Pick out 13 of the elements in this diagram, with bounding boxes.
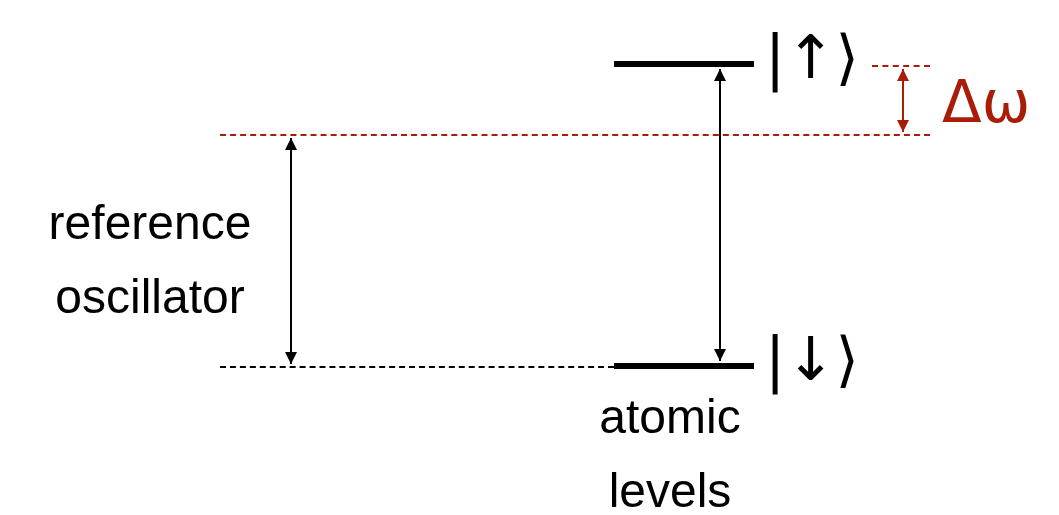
double-arrow — [897, 68, 909, 133]
edge-label: reference oscillator — [47, 195, 253, 326]
state-ket: |↑⟩ — [765, 22, 859, 92]
dashed-level-line — [872, 65, 930, 67]
double-arrow — [714, 68, 726, 362]
edge-label: Δω — [942, 67, 1031, 138]
energy-level-bar — [614, 61, 754, 67]
dashed-level-line — [220, 134, 930, 136]
dashed-level-line — [220, 366, 614, 368]
energy-level-bar — [614, 363, 754, 369]
state-ket: |↓⟩ — [765, 324, 859, 394]
double-arrow — [285, 137, 297, 365]
caption-label: atomic levels — [598, 389, 742, 515]
